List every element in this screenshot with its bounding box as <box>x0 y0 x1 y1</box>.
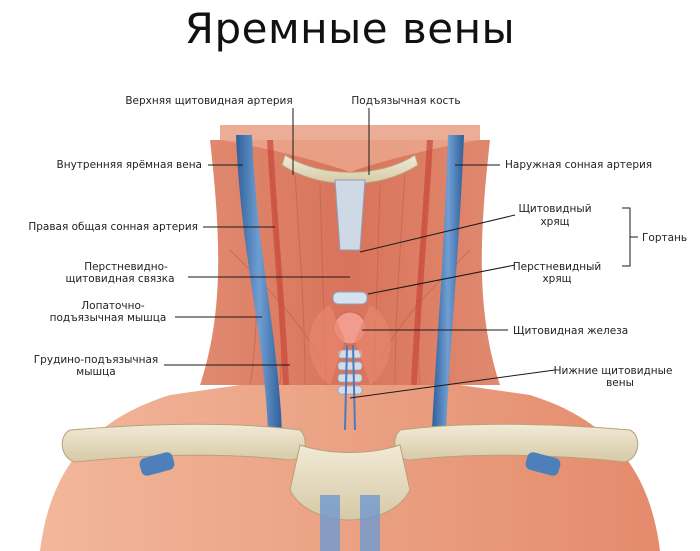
hyoid-bone-shape <box>281 154 419 185</box>
label-sternohyoid-1: Грудино-подъязычная <box>34 354 158 366</box>
label-cricoid-cartilage-2: хрящ <box>542 273 571 285</box>
thyroid-cartilage-shape <box>334 179 366 251</box>
label-larynx: Гортань <box>642 232 687 244</box>
brachiocephalic-left <box>320 495 340 551</box>
label-hyoid-bone: Подъязычная кость <box>351 95 460 107</box>
label-sternohyoid-2: мышца <box>76 366 115 378</box>
trachea-rings <box>337 349 363 395</box>
right-clavicle <box>394 423 639 463</box>
label-right-common-carotid: Правая общая сонная артерия <box>28 221 198 233</box>
subclavian-vein-left <box>139 452 175 476</box>
thyroid-lobes <box>309 305 391 385</box>
label-cricothyroid-ligament-2: щитовидная связка <box>65 273 174 285</box>
label-omohyoid-1: Лопаточно- <box>81 300 145 312</box>
page-title: Яремные вены <box>184 4 516 53</box>
label-internal-jugular-vein: Внутренняя ярёмная вена <box>57 159 203 171</box>
label-inferior-thyroid-veins-1: Нижние щитовидные <box>554 365 673 377</box>
left-clavicle <box>61 423 306 463</box>
brachiocephalic-right <box>360 495 380 551</box>
subclavian-vein-right <box>525 452 561 476</box>
label-thyroid-cartilage-2: хрящ <box>540 216 569 228</box>
label-cricoid-cartilage-1: Перстневидный <box>513 261 602 273</box>
label-omohyoid-2: подъязычная мышца <box>50 312 167 324</box>
label-inferior-thyroid-veins-2: вены <box>606 377 634 389</box>
label-external-carotid-artery: Наружная сонная артерия <box>505 159 652 171</box>
leader-lines <box>164 108 638 399</box>
inferior-thyroid-veins-shape <box>344 344 356 431</box>
cricoid-cartilage-shape <box>332 291 368 305</box>
carotid-artery-right-shape <box>411 139 433 386</box>
label-thyroid-gland: Щитовидная железа <box>513 325 628 337</box>
label-thyroid-cartilage-1: Щитовидный <box>518 203 591 215</box>
right-jugular-vein-shape <box>432 135 464 440</box>
carotid-artery-shape <box>267 139 289 386</box>
mandible-shadow <box>220 125 480 172</box>
label-cricothyroid-ligament-1: Перстневидно- <box>84 261 168 273</box>
label-superior-thyroid-artery: Верхняя щитовидная артерия <box>125 95 292 107</box>
manubrium <box>289 444 411 521</box>
internal-jugular-vein-shape <box>236 135 282 440</box>
